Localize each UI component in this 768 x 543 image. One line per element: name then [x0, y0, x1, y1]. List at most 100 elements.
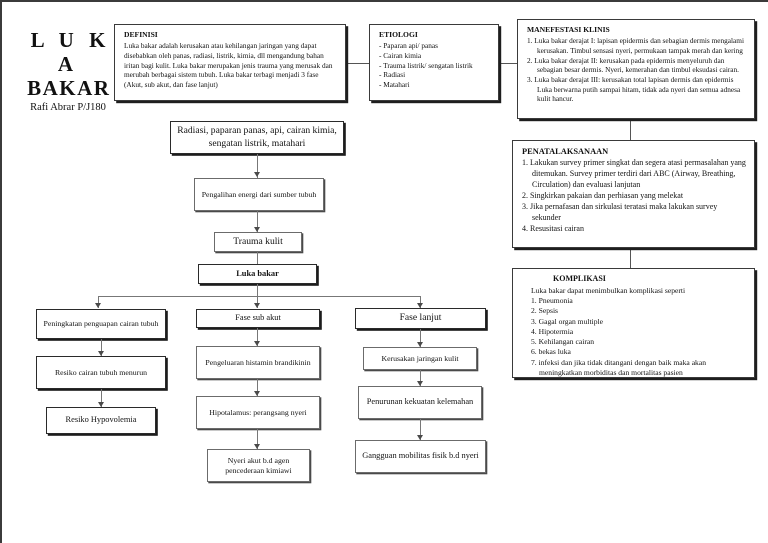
- connector-penatalaksanaan-komplikasi: [630, 248, 631, 268]
- penatalaksanaan-list: 1. Lakukan survey primer singkat dan seg…: [522, 158, 747, 234]
- arrow-down-icon: [94, 303, 101, 308]
- list-item: 1. Pneumonia: [531, 296, 573, 306]
- list-item: - Paparan api/ panas: [379, 41, 438, 51]
- flow-node-label: Penurunan kekuatan kelemahan: [366, 397, 474, 407]
- flow-node-pengeluaran-histamin: Pengeluaran histamin brandikinin: [196, 346, 320, 379]
- list-item: - Cairan kimia: [379, 50, 422, 60]
- connector-right-3-4: [420, 419, 421, 440]
- arrow-down-icon: [416, 342, 423, 347]
- list-item: 7. infeksi dan jika tidak ditangani deng…: [531, 357, 707, 377]
- komplikasi-list: 1. Pneumonia 2. Sepsis 3. Gagal organ mu…: [531, 296, 747, 378]
- connector-right-1-2: [420, 329, 421, 347]
- connector-split-to-right: [420, 296, 421, 308]
- definisi-body: Luka bakar adalah kerusakan atau kehilan…: [124, 41, 333, 89]
- connector-mid-2-3: [257, 379, 258, 396]
- flow-node-gangguan-mobilitas: Gangguan mobilitas fisik b.d nyeri: [355, 440, 486, 473]
- list-item: 1. Lakukan survey primer singkat dan seg…: [522, 158, 746, 190]
- info-box-etiologi: ETIOLOGI - Paparan api/ panas - Cairan k…: [369, 24, 499, 101]
- list-item: 3. Luka bakar derajat III: kerusakan tot…: [527, 74, 741, 104]
- penatalaksanaan-heading: PENATALAKSANAAN: [522, 147, 609, 156]
- flow-node-label: Pengeluaran histamin brandikinin: [205, 357, 311, 367]
- connector-mid-1-2: [257, 328, 258, 346]
- flow-node-label: Trauma kulit: [233, 235, 283, 247]
- flow-node-nyeri-akut: Nyeri akut b.d agen pencederaan kimiawi: [207, 449, 310, 482]
- arrow-down-icon: [97, 402, 104, 407]
- info-box-definisi: DEFINISI Luka bakar adalah kerusakan ata…: [114, 24, 346, 101]
- list-item: 2. Sepsis: [531, 306, 559, 316]
- arrow-down-icon: [253, 303, 260, 308]
- connector-split-rail: [98, 296, 420, 297]
- manefestasi-list: 1. Luka bakar derajat I: lapisan epiderm…: [527, 36, 747, 104]
- manefestasi-heading: MANEFESTASI KLINIS: [527, 25, 610, 34]
- arrow-down-icon: [416, 381, 423, 386]
- connector-left-1-2: [101, 339, 102, 356]
- list-item: 2. Luka bakar derajat II: kerusakan pada…: [527, 55, 740, 75]
- arrow-down-icon: [253, 227, 260, 232]
- arrow-down-icon: [253, 341, 260, 346]
- flow-node-label: Nyeri akut b.d agen pencederaan kimiawi: [225, 455, 292, 475]
- page-title: L U K A BAKAR Rafi Abrar P/J180: [14, 28, 122, 115]
- flow-node-root: Radiasi, paparan panas, api, cairan kimi…: [170, 121, 344, 154]
- flow-node-label: Fase lanjut: [399, 312, 442, 324]
- list-item: - Matahari: [379, 79, 410, 89]
- flow-node-hipotalamus: Hipotalamus: perangsang nyeri: [196, 396, 320, 429]
- connector-right-2-3: [420, 370, 421, 386]
- list-item: 1. Luka bakar derajat I: lapisan epiderm…: [527, 36, 745, 55]
- flow-node-label: Hipotalamus: perangsang nyeri: [209, 407, 307, 417]
- page-border-top: [0, 0, 768, 2]
- komplikasi-lead: Luka bakar dapat menimbulkan komplikasi …: [531, 285, 686, 295]
- flow-node-penurunan-kekuatan: Penurunan kekuatan kelemahan: [358, 386, 482, 419]
- flow-node-label: Peningkatan penguapan cairan tubuh: [43, 319, 159, 329]
- flow-node-label: Resiko cairan tubuh menurun: [54, 367, 148, 377]
- list-item: 3. Gagal organ multiple: [531, 316, 603, 326]
- flow-node-peningkatan-penguapan: Peningkatan penguapan cairan tubuh: [36, 309, 166, 339]
- connector-mid-3-4: [257, 429, 258, 449]
- arrow-down-icon: [97, 351, 104, 356]
- flow-node-fase-sub-akut: Fase sub akut: [196, 309, 320, 328]
- info-box-manefestasi-klinis: MANEFESTASI KLINIS 1. Luka bakar derajat…: [517, 19, 755, 119]
- flow-node-resiko-hypovolemia: Resiko Hypovolemia: [46, 407, 156, 434]
- flow-node-resiko-cairan-menurun: Resiko cairan tubuh menurun: [36, 356, 166, 389]
- etiologi-heading: ETIOLOGI: [379, 30, 418, 39]
- arrow-down-icon: [416, 435, 423, 440]
- komplikasi-heading: KOMPLIKASI: [553, 274, 606, 283]
- connector-definisi-etiologi: [345, 63, 370, 64]
- list-item: 2. Singkirkan pakaian dan perhiasan yang…: [522, 191, 684, 201]
- connector-split-to-mid: [257, 296, 258, 308]
- list-item: 4. Resusitasi cairan: [522, 223, 584, 233]
- list-item: 4. Hipotermia: [531, 326, 574, 336]
- list-item: - Radiasi: [379, 70, 406, 80]
- flow-node-label: Gangguan mobilitas fisik b.d nyeri: [362, 451, 479, 461]
- title-line-bakar: BAKAR: [27, 76, 111, 101]
- page-border-left: [0, 0, 2, 543]
- arrow-down-icon: [253, 391, 260, 396]
- arrow-down-icon: [253, 172, 260, 177]
- list-item: 3. Jika pernafasan dan sirkulasi teratas…: [522, 201, 718, 222]
- title-line-luka: L U K A: [30, 28, 111, 77]
- flow-node-label: Pengalihan energi dari sumber tubuh: [201, 189, 317, 199]
- flow-node-label: Fase sub akut: [235, 313, 281, 323]
- connector-etiologi-manefestasi: [497, 63, 518, 64]
- author-name: Rafi Abrar P/J180: [30, 102, 106, 114]
- flow-node-kerusakan-jaringan-kulit: Kerusakan jaringan kulit: [363, 347, 477, 370]
- connector-step3-to-step4: [257, 252, 258, 270]
- flow-node-pengalihan-energi: Pengalihan energi dari sumber tubuh: [194, 178, 324, 211]
- flow-node-label: Radiasi, paparan panas, api, cairan kimi…: [177, 125, 337, 149]
- list-item: 5. Kehilangan cairan: [531, 337, 595, 347]
- info-box-komplikasi: KOMPLIKASI Luka bakar dapat menimbulkan …: [512, 268, 755, 378]
- connector-step2-to-step3: [257, 211, 258, 232]
- flow-node-label: Kerusakan jaringan kulit: [381, 353, 459, 363]
- list-item: 6. bekas luka: [531, 347, 571, 357]
- flow-node-luka-bakar: Luka bakar: [198, 264, 317, 284]
- connector-manefestasi-penatalaksanaan: [630, 118, 631, 140]
- flow-node-label: Resiko Hypovolemia: [65, 415, 137, 425]
- connector-left-2-3: [101, 389, 102, 407]
- arrow-down-icon: [253, 444, 260, 449]
- definisi-heading: DEFINISI: [124, 30, 158, 39]
- connector-root-to-step2: [257, 154, 258, 178]
- flow-node-trauma-kulit: Trauma kulit: [214, 232, 302, 252]
- arrow-down-icon: [416, 303, 423, 308]
- connector-split-stem: [257, 284, 258, 296]
- flow-node-label: Luka bakar: [236, 268, 279, 278]
